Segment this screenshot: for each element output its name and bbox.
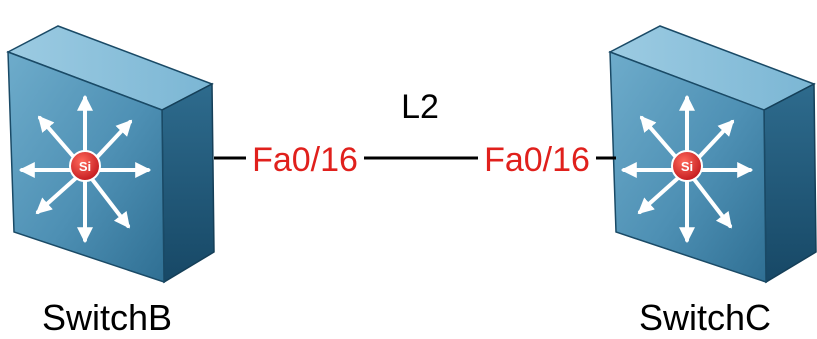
- switchc-port-label: Fa0/16: [484, 141, 590, 179]
- switchb-name: SwitchB: [42, 297, 172, 338]
- switchb-si-badge: Si: [79, 159, 91, 174]
- switchb-icon[interactable]: Si: [8, 26, 214, 282]
- switchb-port-label: Fa0/16: [252, 141, 358, 179]
- switchc-si-badge: Si: [681, 159, 693, 174]
- switchc-name: SwitchC: [639, 297, 771, 338]
- switchc-icon[interactable]: Si: [610, 26, 816, 282]
- link-label: L2: [401, 88, 439, 126]
